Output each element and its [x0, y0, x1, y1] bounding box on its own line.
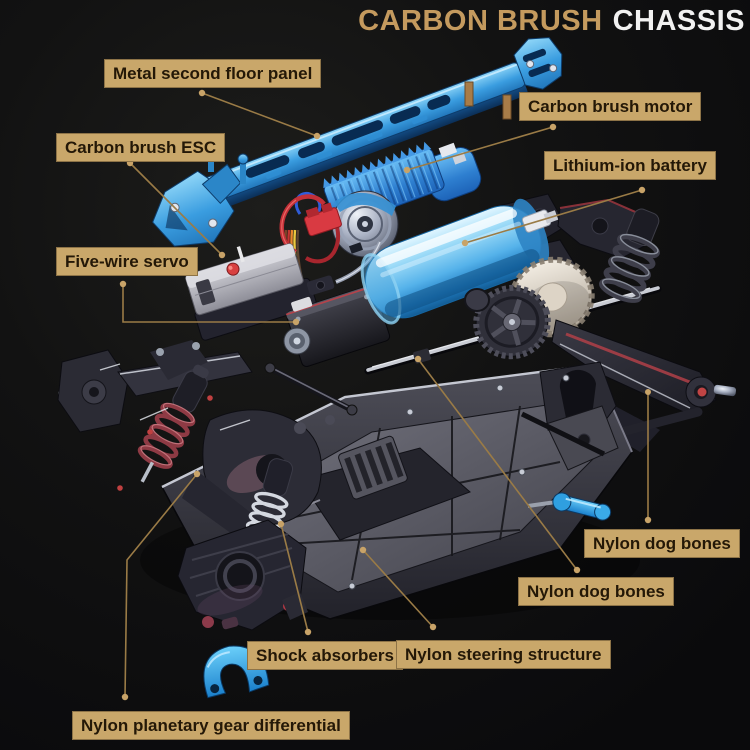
callout-label-nylon-dog-bones-upper: Nylon dog bones — [584, 529, 740, 558]
callout-line-nylon-dog-bones-upper — [644, 389, 652, 524]
steering-link — [267, 365, 355, 413]
callout-line-nylon-dog-bones-lower — [414, 355, 581, 574]
callout-line-carbon-brush-motor — [403, 123, 557, 174]
callout-label-nylon-dog-bones-lower: Nylon dog bones — [518, 577, 674, 606]
callout-line-metal-second-floor-panel — [198, 89, 321, 140]
callout-label-metal-second-floor-panel: Metal second floor panel — [104, 59, 322, 88]
callout-line-five-wire-servo — [119, 280, 300, 326]
gear-set-part — [464, 256, 595, 360]
page-title: CARBON BRUSH CHASSIS — [358, 5, 745, 38]
front-suspension-part — [57, 340, 358, 559]
callout-line-shock-absorbers — [277, 520, 312, 636]
callout-label-carbon-brush-motor: Carbon brush motor — [519, 92, 702, 121]
rear-brace-part — [520, 405, 619, 471]
callout-label-shock-absorbers: Shock absorbers — [247, 641, 403, 670]
callout-line-nylon-steering-structure — [359, 546, 437, 631]
rear-suspension-part — [551, 198, 737, 452]
shock-absorber-left — [137, 364, 209, 483]
callout-label-nylon-planetary-gear-differential: Nylon planetary gear differential — [72, 711, 350, 740]
dog-bone-part — [527, 492, 612, 521]
callout-label-nylon-steering-structure: Nylon steering structure — [396, 640, 611, 669]
title-secondary: CHASSIS — [612, 5, 745, 37]
callout-label-carbon-brush-esc: Carbon brush ESC — [56, 133, 226, 162]
battery-part — [360, 198, 559, 325]
esc-part — [185, 243, 335, 341]
callout-line-carbon-brush-esc — [126, 159, 226, 259]
t-plug-connector — [303, 202, 342, 237]
differential-part — [177, 519, 308, 631]
callout-line-nylon-planetary-gear-differential — [121, 470, 201, 701]
callout-line-lithium-ion-battery — [461, 186, 646, 247]
callout-lines — [119, 89, 652, 701]
second-floor-panel-part — [152, 37, 563, 247]
servo-part — [283, 285, 391, 368]
callout-label-five-wire-servo: Five-wire servo — [56, 247, 198, 276]
title-accent: CARBON BRUSH — [358, 5, 603, 37]
callout-label-lithium-ion-battery: Lithium-ion battery — [544, 151, 716, 180]
